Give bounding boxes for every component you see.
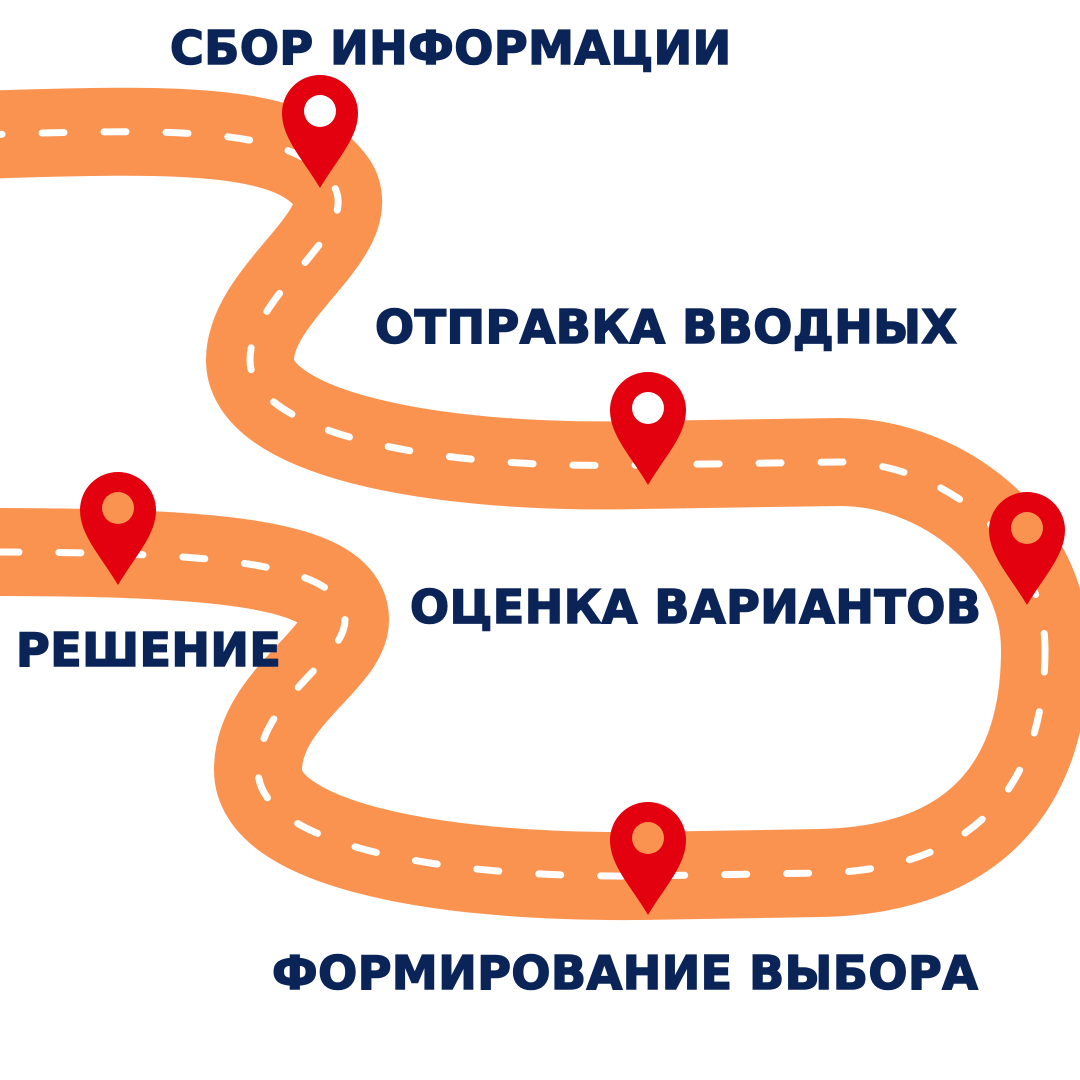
road-upper: [0, 87, 1080, 652]
map-pin-icon: [610, 372, 686, 485]
step-label-decision: РЕШЕНИЕ: [15, 623, 282, 677]
step-label-collect-info: СБОР ИНФОРМАЦИИ: [169, 21, 732, 75]
step-label-evaluate-options: ОЦЕНКА ВАРИАНТОВ: [409, 580, 982, 634]
map-pin-icon: [989, 492, 1065, 605]
map-pin-icon: [610, 802, 686, 915]
road-lower-dashes: [0, 548, 1049, 880]
step-label-send-inputs: ОТПРАВКА ВВОДНЫХ: [374, 300, 958, 354]
map-pin-icon: [282, 75, 358, 188]
step-label-form-choice: ФОРМИРОВАНИЕ ВЫБОРА: [271, 946, 979, 1000]
map-pin-icon: [80, 472, 156, 585]
